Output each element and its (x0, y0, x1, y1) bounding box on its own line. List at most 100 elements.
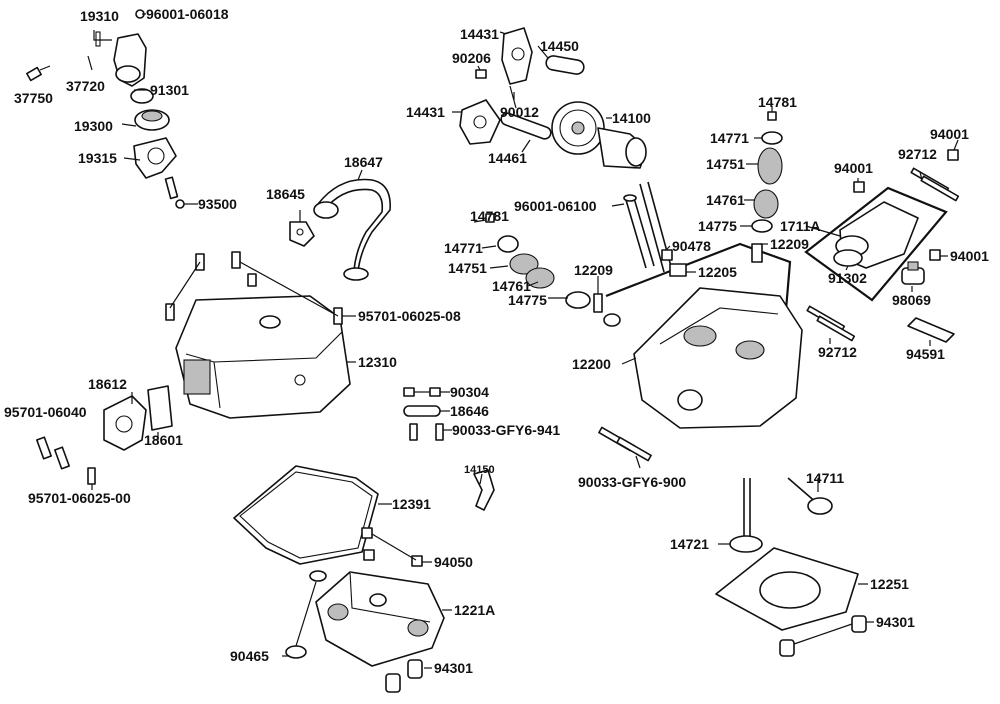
seal-90478-part (661, 249, 673, 261)
bolt-95701-06025-00-part (87, 467, 96, 485)
label-14450: 14450 (540, 38, 579, 54)
label-90478: 90478 (672, 238, 711, 254)
label-18601: 18601 (144, 432, 183, 448)
label-14100: 14100 (612, 110, 651, 126)
label-14781-right: 14781 (758, 94, 797, 110)
label-12310: 12310 (358, 354, 397, 370)
intake-manifold-1711A-part (833, 201, 919, 269)
nuts-94050-part (361, 527, 423, 567)
breather-pipe-18647-part (313, 178, 391, 281)
label-1221A: 1221A (454, 602, 496, 618)
label-98069: 98069 (892, 292, 931, 308)
gasket-12391-part (233, 465, 379, 565)
guide-12205-part (669, 263, 687, 277)
label-19310: 19310 (80, 8, 119, 24)
label-91301: 91301 (150, 82, 189, 98)
label-91302: 91302 (828, 270, 867, 286)
washers-90465-part (285, 570, 327, 659)
label-94301-right: 94301 (876, 614, 915, 630)
dowel-94301-right-part (779, 615, 867, 657)
valve-14711-part (787, 477, 833, 515)
studs-92712-upper-part (910, 167, 960, 202)
label-14761-left: 14761 (492, 278, 531, 294)
rocker-arm-14431-lower-part (459, 99, 501, 145)
valve-spring-set-left-part (485, 213, 591, 309)
bolt-12310-side-part (247, 273, 257, 287)
label-37750: 37750 (14, 90, 53, 106)
label-14771-right: 14771 (710, 130, 749, 146)
pushrod-96001-06100-part (623, 194, 655, 269)
label-90304: 90304 (450, 384, 489, 400)
label-12209-left: 12209 (574, 262, 613, 278)
label-93500: 93500 (198, 196, 237, 212)
label-92712-lower: 92712 (818, 344, 857, 360)
sensor-37750-part (26, 65, 51, 82)
thermostat-housing-part (93, 30, 147, 87)
sensor-98069-part (901, 261, 925, 285)
label-12200: 12200 (572, 356, 611, 372)
stud-90033-gfy6-941-part (409, 423, 444, 441)
oring-91301-part (130, 88, 154, 104)
label-14431-lower: 14431 (406, 104, 445, 120)
label-92712-upper: 92712 (898, 146, 937, 162)
label-18647: 18647 (344, 154, 383, 170)
label-94001-right: 94001 (930, 126, 969, 142)
label-95701-06040: 95701-06040 (4, 404, 87, 420)
label-94001-upper: 94001 (834, 160, 873, 176)
label-19315: 19315 (78, 150, 117, 166)
nut-90206-part (475, 69, 487, 79)
label-12209-right: 12209 (770, 236, 809, 252)
nut-90304-part (403, 387, 441, 397)
label-14775-left: 14775 (508, 292, 547, 308)
dowel-94301-left-part (385, 659, 423, 693)
nuts-94001-part (853, 149, 959, 261)
screw-90012-part (509, 85, 517, 109)
label-96001-06100: 96001-06100 (514, 198, 597, 214)
label-14775-right: 14775 (698, 218, 737, 234)
label-18612: 18612 (88, 376, 127, 392)
label-95701-06025-08: 95701-06025-08 (358, 308, 461, 324)
studs-90033-gfy6-900-part (598, 426, 652, 462)
label-18646: 18646 (450, 403, 489, 419)
valve-spring-set-right-part (751, 111, 783, 233)
label-12251: 12251 (870, 576, 909, 592)
label-37720: 37720 (66, 78, 105, 94)
valve-14721-part (729, 478, 763, 553)
label-94301-left: 94301 (434, 660, 473, 676)
label-96001-06018: 96001-06018 (146, 6, 229, 22)
head-cover-12310-part (175, 295, 351, 419)
bolt-93500-part (164, 176, 185, 209)
label-14461: 14461 (488, 150, 527, 166)
label-14711: 14711 (806, 470, 845, 486)
pin-37720-part (87, 55, 93, 71)
label-12391: 12391 (392, 496, 431, 512)
label-14761-right: 14761 (706, 192, 745, 208)
cylinder-head-12200-part (603, 287, 803, 429)
label-90206: 90206 (452, 50, 491, 66)
label-14721: 14721 (670, 536, 709, 552)
studs-92712-lower-part (806, 305, 856, 342)
label-90465: 90465 (230, 648, 269, 664)
thermostat-19300-part (134, 109, 170, 131)
label-18645: 18645 (266, 186, 305, 202)
label-94001-lower: 94001 (950, 248, 989, 264)
label-14751-right: 14751 (706, 156, 745, 172)
label-95701-06025-00: 95701-06025-00 (28, 490, 131, 506)
rocker-holder-1221A-part (315, 571, 445, 667)
label-90033-gfy6-941: 90033-GFY6-941 (452, 422, 561, 438)
leader-lines (91, 13, 959, 669)
part-14150-part (473, 469, 495, 511)
label-90033-gfy6-900: 90033-GFY6-900 (578, 474, 687, 490)
insulator-94591-part (907, 317, 955, 343)
label-14150: 14150 (464, 464, 495, 476)
rocker-arm-14431-upper-part (501, 27, 533, 85)
label-19300: 19300 (74, 118, 113, 134)
inspection-cover-18612-part (103, 395, 147, 451)
camshaft-14100-part (551, 101, 647, 169)
label-14781-left: 14781 (470, 208, 509, 224)
cylinder-gasket-12251-part (715, 547, 859, 631)
label-14771-left: 14771 (444, 240, 483, 256)
rocker-shaft-14450-part (545, 55, 585, 75)
gasket-18645-part (289, 221, 315, 247)
